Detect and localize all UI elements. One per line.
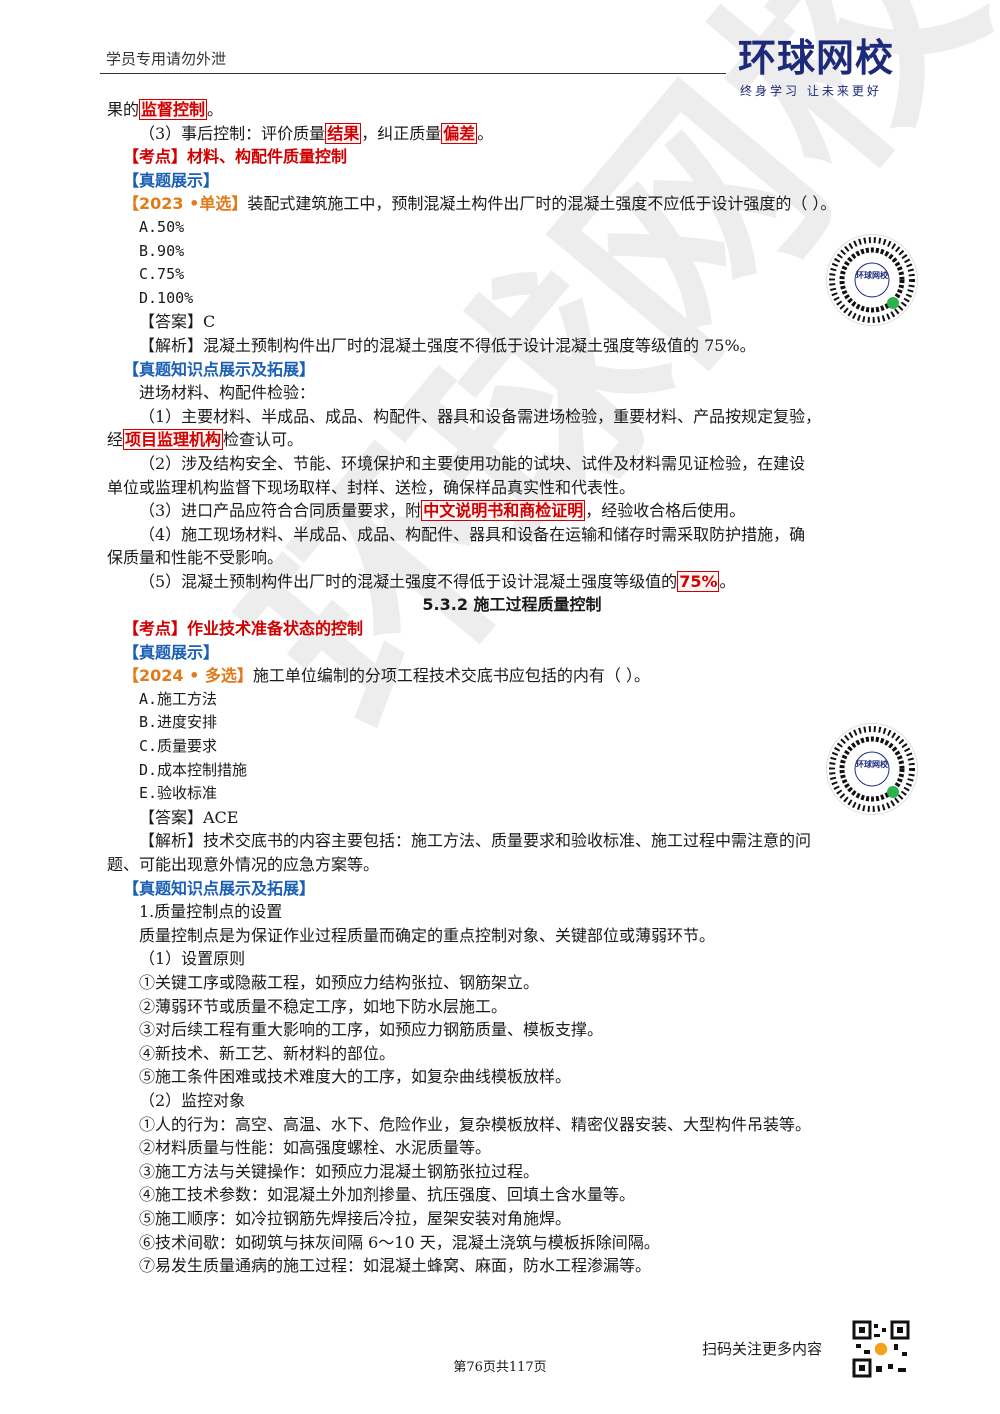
text: （5）混凝土预制构件出厂时的混凝土强度不得低于设计混凝土强度等级值的 [139, 571, 678, 591]
logo-slogan: 终身学习 让未来更好 [740, 84, 882, 98]
exam-heading: 【真题展示】 [123, 642, 220, 662]
option: C.质量要求 [139, 737, 218, 756]
highlight-box: 项目监理机构 [123, 429, 224, 451]
text-line: （2）监控对象 [139, 1090, 246, 1110]
qr-code[interactable]: 环球网校 [826, 723, 918, 815]
question-line: 【2024 • 多选】施工单位编制的分项工程技术交底书应包括的内有（ ）。 [107, 664, 917, 688]
question-line: 【2023 •单选】装配式建筑施工中，预制混凝土构件出厂时的混凝土强度不应低于设… [107, 192, 917, 216]
text-line: ⑦易发生质量通病的施工过程：如混凝土蜂窝、麻面，防水工程渗漏等。 [139, 1256, 652, 1276]
highlight-box: 75% [677, 570, 720, 592]
text-line: ③对后续工程有重大影响的工序，如预应力钢筋质量、模板支撑。 [139, 1020, 604, 1040]
qr-code[interactable]: 环球网校 [826, 234, 918, 326]
text-line: ②材料质量与性能：如高强度螺栓、水泥质量等。 [139, 1138, 492, 1158]
option: D.成本控制措施 [139, 760, 248, 779]
text-line: ④施工技术参数：如混凝土外加剂掺量、抗压强度、回填土含水量等。 [139, 1185, 636, 1205]
option: B.90% [139, 241, 185, 260]
highlight-box: 中文说明书和商检证明 [421, 500, 586, 522]
text-line: 单位或监理机构监督下现场取样、封样、送检，确保样品真实性和代表性。 [107, 477, 636, 497]
question-tag: 【2024 • 多选】 [123, 666, 253, 686]
option: C.75% [139, 265, 185, 284]
topic-heading: 【考点】材料、构配件质量控制 [123, 147, 348, 167]
exam-heading: 【真题展示】 [123, 170, 220, 190]
text: ，纠正质量 [361, 123, 442, 143]
text-line: 质量控制点是为保证作业过程质量而确定的重点控制对象、关键部位或薄弱环节。 [139, 925, 716, 945]
option: A.50% [139, 217, 185, 236]
text-line: ①关键工序或隐蔽工程，如预应力结构张拉、钢筋架立。 [139, 972, 540, 992]
text-line: ⑥技术间歇：如砌筑与抹灰间隔 6～10 天，混凝土浇筑与模板拆除间隔。 [139, 1232, 660, 1252]
text-line: 果的监督控制。 [107, 98, 917, 122]
highlight-box: 偏差 [441, 122, 478, 144]
option: B.进度安排 [139, 713, 218, 732]
explanation: 【解析】技术交底书的内容主要包括：施工方法、质量要求和验收标准、施工过程中需注意… [139, 831, 812, 851]
option: D.100% [139, 288, 194, 307]
explanation: 题、可能出现意外情况的应急方案等。 [107, 855, 380, 874]
text: 。 [719, 571, 736, 591]
text-line: 1.质量控制点的设置 [139, 902, 283, 922]
text-line: ⑤施工顺序：如冷拉钢筋先焊接后冷拉，屋架安装对角施焊。 [139, 1208, 572, 1228]
answer: 【答案】C [139, 312, 216, 332]
section-title: 5.3.2 施工过程质量控制 [422, 595, 602, 615]
text: 果的 [107, 100, 140, 119]
text: 。 [477, 123, 494, 143]
text: （3）事后控制：评价质量 [139, 123, 326, 143]
text-line: （3）事后控制：评价质量结果，纠正质量偏差。 [107, 122, 917, 146]
logo: 环球网校 终身学习 让未来更好 [738, 36, 918, 100]
text-line: ②薄弱环节或质量不稳定工序，如地下防水层施工。 [139, 996, 508, 1016]
header-note: 学员专用请勿外泄 [106, 50, 227, 68]
topic-heading: 【考点】作业技术准备状态的控制 [123, 619, 364, 639]
text: ，经验收合格后使用。 [585, 501, 746, 521]
extension-heading: 【真题知识点展示及拓展】 [123, 359, 316, 379]
text: 经 [107, 430, 124, 450]
qr-label: 环球网校 [856, 760, 888, 769]
footer-cta: 扫码关注更多内容 [702, 1340, 823, 1358]
page-number: 第76页共117页 [453, 1360, 547, 1375]
answer: 【答案】ACE [139, 807, 239, 827]
text-line: （2）涉及结构安全、节能、环境保护和主要使用功能的试块、试件及材料需见证检验，在… [139, 453, 806, 473]
question-text: 施工单位编制的分项工程技术交底书应包括的内有（ ）。 [252, 666, 650, 686]
text-line: 进场材料、构配件检验： [139, 383, 316, 403]
option: E.验收标准 [139, 784, 218, 803]
text: 检查认可。 [223, 430, 304, 450]
document-body: 果的监督控制。 （3）事后控制：评价质量结果，纠正质量偏差。 【考点】材料、构配… [107, 98, 917, 1278]
qr-code-icon [829, 726, 915, 812]
option: A.施工方法 [139, 689, 218, 708]
text-line: ①人的行为：高空、高温、水下、危险作业，复杂模板放样、精密仪器安装、大型构件吊装… [139, 1114, 812, 1134]
extension-heading: 【真题知识点展示及拓展】 [123, 878, 316, 898]
highlight-box: 结果 [325, 122, 362, 144]
text-line: （4）施工现场材料、半成品、成品、构配件、器具和设备在运输和储存时需采取防护措施… [139, 524, 806, 544]
text-line: ⑤施工条件困难或技术难度大的工序，如复杂曲线模板放样。 [139, 1067, 572, 1087]
question-tag: 【2023 •单选】 [123, 194, 248, 214]
text-line: 经项目监理机构检查认可。 [107, 428, 917, 452]
explanation: 【解析】混凝土预制构件出厂时的混凝土强度不得低于设计混凝土强度等级值的 75%。 [139, 335, 756, 355]
text: 。 [207, 100, 224, 119]
logo-name: 环球网校 [738, 36, 895, 80]
highlight-box: 监督控制 [139, 99, 208, 120]
text: （3）进口产品应符合合同质量要求，附 [139, 501, 422, 521]
text-line: ③施工方法与关键操作：如预应力混凝土钢筋张拉过程。 [139, 1161, 540, 1181]
qr-code-icon [829, 237, 915, 323]
text-line: （1）主要材料、半成品、成品、构配件、器具和设备需进场检验，重要材料、产品按规定… [139, 406, 822, 426]
question-text: 装配式建筑施工中，预制混凝土构件出厂时的混凝土强度不应低于设计强度的（ ）。 [247, 194, 837, 214]
text-line: （1）设置原则 [139, 949, 246, 969]
header-rule [100, 73, 726, 74]
footer-qr-code-icon[interactable] [852, 1320, 910, 1378]
text-line: ④新技术、新工艺、新材料的部位。 [139, 1043, 396, 1063]
text-line: 保质量和性能不受影响。 [107, 548, 284, 568]
text-line: （3）进口产品应符合合同质量要求，附中文说明书和商检证明，经验收合格后使用。 [107, 499, 917, 523]
qr-label: 环球网校 [856, 271, 888, 280]
